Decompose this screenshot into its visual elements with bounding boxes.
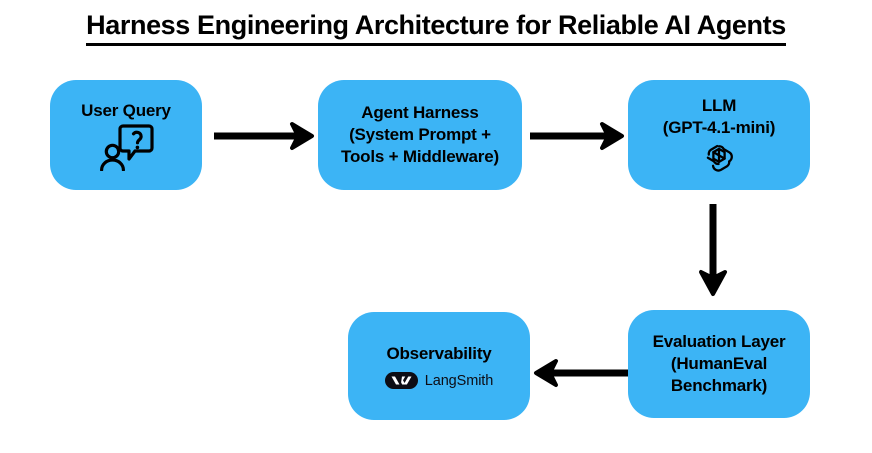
langsmith-wordmark: LangSmith bbox=[424, 372, 494, 389]
page-title: Harness Engineering Architecture for Rel… bbox=[0, 8, 872, 46]
node-observability-label: Observability bbox=[386, 344, 492, 363]
node-agent-harness[interactable]: Agent Harness (System Prompt + Tools + M… bbox=[318, 80, 522, 190]
arrow-user-query-to-agent-harness bbox=[214, 122, 314, 150]
user-question-icon bbox=[100, 123, 154, 171]
node-user-query[interactable]: User Query bbox=[50, 80, 202, 190]
node-llm-label: LLM (GPT-4.1-mini) bbox=[662, 96, 776, 137]
node-user-query-label: User Query bbox=[81, 100, 171, 120]
node-agent-harness-label: Agent Harness (System Prompt + Tools + M… bbox=[341, 103, 499, 166]
node-evaluation-layer[interactable]: Evaluation Layer (HumanEval Benchmark) bbox=[628, 310, 810, 418]
langsmith-badge: LangSmith bbox=[384, 372, 494, 389]
langsmith-logo-icon bbox=[384, 372, 418, 389]
page-title-text: Harness Engineering Architecture for Rel… bbox=[86, 8, 786, 46]
node-llm[interactable]: LLM (GPT-4.1-mini) bbox=[628, 80, 810, 190]
arrow-evaluation-layer-to-observability bbox=[534, 359, 628, 387]
arrow-agent-harness-to-llm bbox=[530, 122, 624, 150]
arrow-llm-to-evaluation-layer bbox=[699, 204, 727, 296]
node-evaluation-layer-label: Evaluation Layer (HumanEval Benchmark) bbox=[652, 332, 786, 395]
node-observability[interactable]: Observability LangSmith bbox=[348, 312, 530, 420]
openai-logo-icon bbox=[706, 144, 733, 172]
